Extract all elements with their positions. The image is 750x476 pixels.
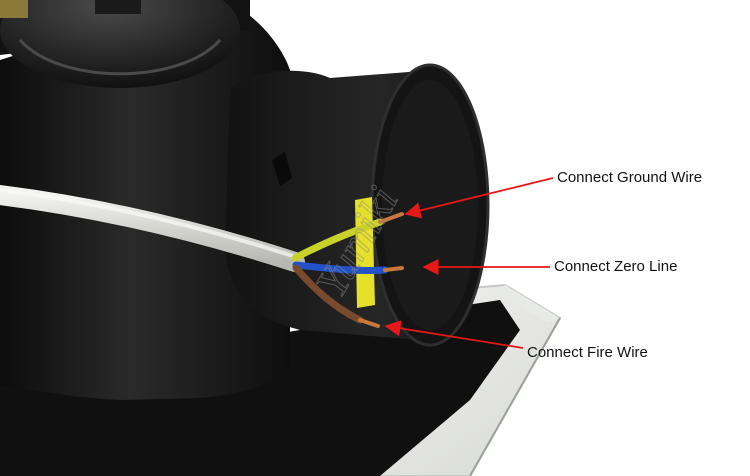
motor-dome [0, 0, 240, 88]
fan-housing [0, 12, 290, 400]
housing-base [0, 300, 520, 476]
power-cable [0, 185, 305, 272]
zero-line-label: Connect Zero Line [554, 258, 678, 275]
ground-arrow [404, 177, 554, 219]
fire-arrow [384, 320, 524, 349]
zero-wire [292, 261, 404, 275]
fire-wire-label: Connect Fire Wire [527, 344, 648, 361]
fire-wire [292, 264, 380, 328]
ground-wire [291, 212, 404, 262]
ground-wire-label: Connect Ground Wire [557, 169, 703, 186]
